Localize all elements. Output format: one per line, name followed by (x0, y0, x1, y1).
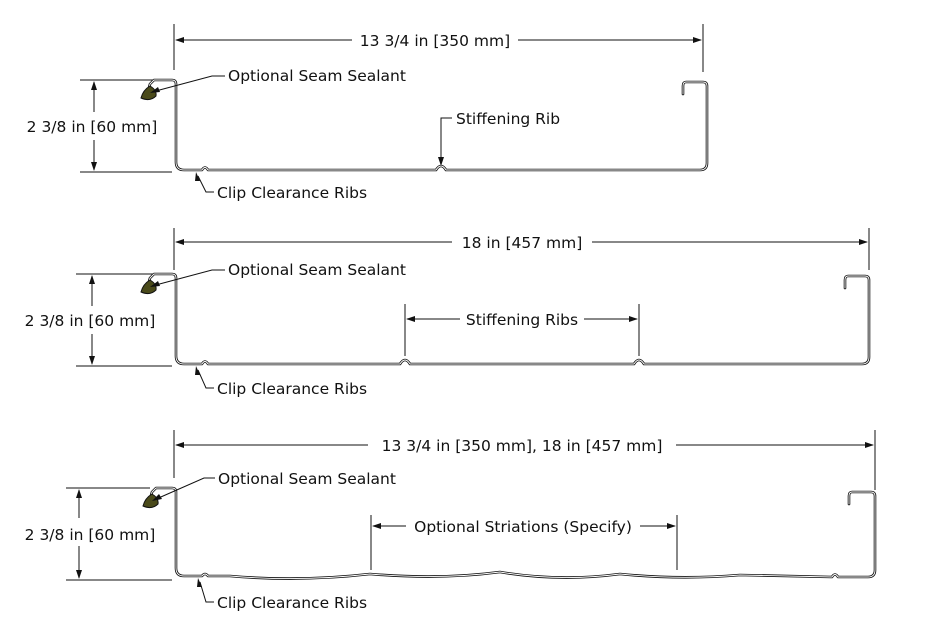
sealant-label: Optional Seam Sealant (228, 261, 406, 279)
height-dim-label: 2 3/8 in [60 mm] (25, 526, 156, 544)
stiffening-ribs-label: Stiffening Ribs (466, 311, 578, 329)
clip-clearance-callout: Clip Clearance Ribs (195, 172, 367, 202)
sealant-label: Optional Seam Sealant (218, 470, 396, 488)
striations-label: Optional Striations (Specify) (414, 518, 632, 536)
panel-2: 18 in [457 mm] 2 3/8 in [60 mm] Optional… (25, 228, 871, 398)
sealant-callout: Optional Seam Sealant (150, 261, 406, 287)
stiffening-rib-callout: Stiffening Rib (438, 110, 560, 166)
clip-clearance-label: Clip Clearance Ribs (217, 594, 367, 612)
panel-3: 13 3/4 in [350 mm], 18 in [457 mm] 2 3/8… (25, 430, 877, 612)
stiffening-rib-label: Stiffening Rib (456, 110, 560, 128)
clip-clearance-callout: Clip Clearance Ribs (195, 366, 367, 398)
sealant-callout: Optional Seam Sealant (152, 470, 396, 501)
clip-clearance-label: Clip Clearance Ribs (217, 184, 367, 202)
panel-profile (142, 486, 877, 580)
width-dim-label: 18 in [457 mm] (462, 234, 583, 252)
height-dim-label: 2 3/8 in [60 mm] (27, 118, 158, 136)
seam-sealant-bead (140, 279, 157, 295)
height-dim-label: 2 3/8 in [60 mm] (25, 312, 156, 330)
width-dim-label: 13 3/4 in [350 mm], 18 in [457 mm] (382, 437, 663, 455)
sealant-callout: Optional Seam Sealant (150, 67, 406, 93)
clip-clearance-label: Clip Clearance Ribs (217, 380, 367, 398)
width-dimension: 13 3/4 in [350 mm], 18 in [457 mm] (173, 430, 876, 490)
panel-profile (140, 272, 871, 366)
panel-1: 13 3/4 in [350 mm] 2 3/8 in [60 mm] Opti… (27, 24, 709, 202)
stiffening-ribs-callout: Stiffening Ribs (404, 304, 640, 356)
width-dim-label: 13 3/4 in [350 mm] (360, 32, 510, 50)
height-dimension: 2 3/8 in [60 mm] (27, 79, 172, 173)
height-dimension: 2 3/8 in [60 mm] (25, 487, 172, 581)
clip-clearance-callout: Clip Clearance Ribs (197, 578, 367, 612)
seam-sealant-bead (140, 85, 157, 101)
width-dimension: 13 3/4 in [350 mm] (173, 24, 704, 72)
width-dimension: 18 in [457 mm] (173, 228, 870, 270)
seam-sealant-bead (142, 493, 159, 509)
panel-profile (140, 78, 709, 172)
striations-callout: Optional Striations (Specify) (370, 515, 678, 570)
sealant-label: Optional Seam Sealant (228, 67, 406, 85)
